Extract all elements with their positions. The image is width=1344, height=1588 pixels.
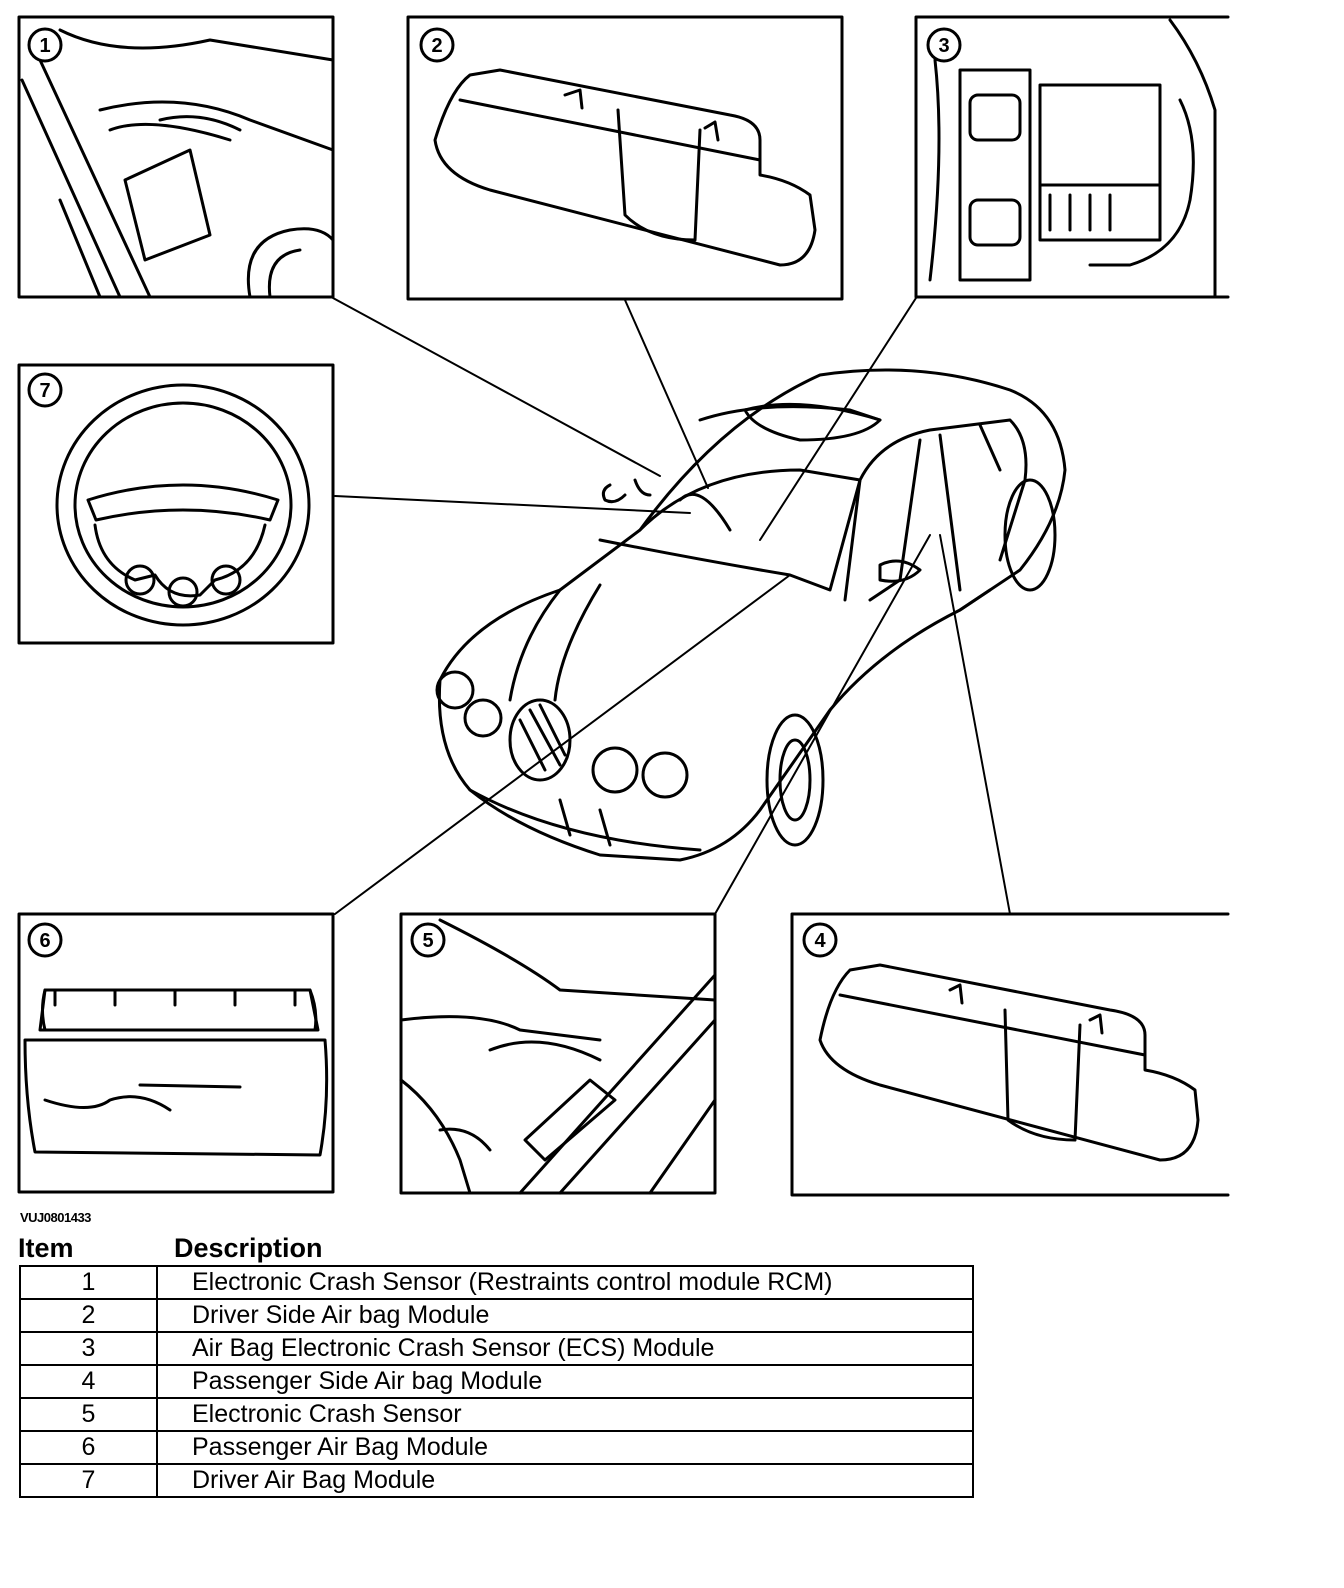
legend-item-header: Item [18, 1233, 74, 1263]
legend-item-number: 1 [19, 1265, 158, 1300]
callout-5: 5 [410, 922, 446, 958]
legend-item-number: 4 [19, 1364, 158, 1399]
table-row: 6 Passenger Air Bag Module [19, 1430, 974, 1465]
table-row: 1 Electronic Crash Sensor (Restraints co… [19, 1265, 974, 1300]
panel-7-driver-airbag [17, 363, 335, 645]
svg-text:2: 2 [431, 35, 442, 57]
panel-5-electronic-crash-sensor [399, 912, 717, 1195]
legend-item-number: 2 [19, 1298, 158, 1333]
table-row: 5 Electronic Crash Sensor [19, 1397, 974, 1432]
callout-6: 6 [27, 922, 63, 958]
legend-item-number: 7 [19, 1463, 158, 1498]
svg-text:3: 3 [938, 35, 949, 57]
legend-item-description: Driver Side Air bag Module [156, 1298, 974, 1333]
svg-text:6: 6 [39, 930, 50, 952]
panel-1-electronic-crash-sensor [17, 15, 335, 299]
table-row: 2 Driver Side Air bag Module [19, 1298, 974, 1333]
legend-table: 1 Electronic Crash Sensor (Restraints co… [19, 1265, 974, 1498]
svg-text:5: 5 [422, 930, 433, 952]
legend-description-header: Description [174, 1233, 323, 1263]
legend-item-description: Air Bag Electronic Crash Sensor (ECS) Mo… [156, 1331, 974, 1366]
callout-2: 2 [419, 27, 455, 63]
panel-2-driver-side-airbag [406, 15, 844, 301]
callout-4: 4 [802, 922, 838, 958]
legend-item-number: 5 [19, 1397, 158, 1432]
callout-7: 7 [27, 372, 63, 408]
svg-text:1: 1 [39, 35, 50, 57]
legend-item-number: 6 [19, 1430, 158, 1465]
callout-1: 1 [27, 27, 63, 63]
panel-6-passenger-airbag [17, 912, 335, 1194]
legend-item-description: Electronic Crash Sensor [156, 1397, 974, 1432]
table-row: 7 Driver Air Bag Module [19, 1463, 974, 1498]
legend-item-description: Passenger Side Air bag Module [156, 1364, 974, 1399]
callout-markers: 1 2 3 7 6 5 4 [27, 27, 962, 958]
legend-item-description: Driver Air Bag Module [156, 1463, 974, 1498]
panel-4-passenger-side-airbag [790, 912, 1230, 1197]
svg-text:4: 4 [814, 930, 826, 952]
panel-3-ecs-module [914, 15, 1230, 299]
svg-text:7: 7 [39, 380, 50, 402]
leader-lines [332, 297, 1011, 915]
table-row: 3 Air Bag Electronic Crash Sensor (ECS) … [19, 1331, 974, 1366]
callout-3: 3 [926, 27, 962, 63]
car-illustration [435, 368, 1067, 862]
legend-item-description: Passenger Air Bag Module [156, 1430, 974, 1465]
legend-item-number: 3 [19, 1331, 158, 1366]
table-row: 4 Passenger Side Air bag Module [19, 1364, 974, 1399]
legend-item-description: Electronic Crash Sensor (Restraints cont… [156, 1265, 974, 1300]
figure-code: VUJ0801433 [20, 1210, 91, 1225]
airbag-component-diagram: 1 2 3 7 6 5 4 [17, 15, 1230, 1197]
